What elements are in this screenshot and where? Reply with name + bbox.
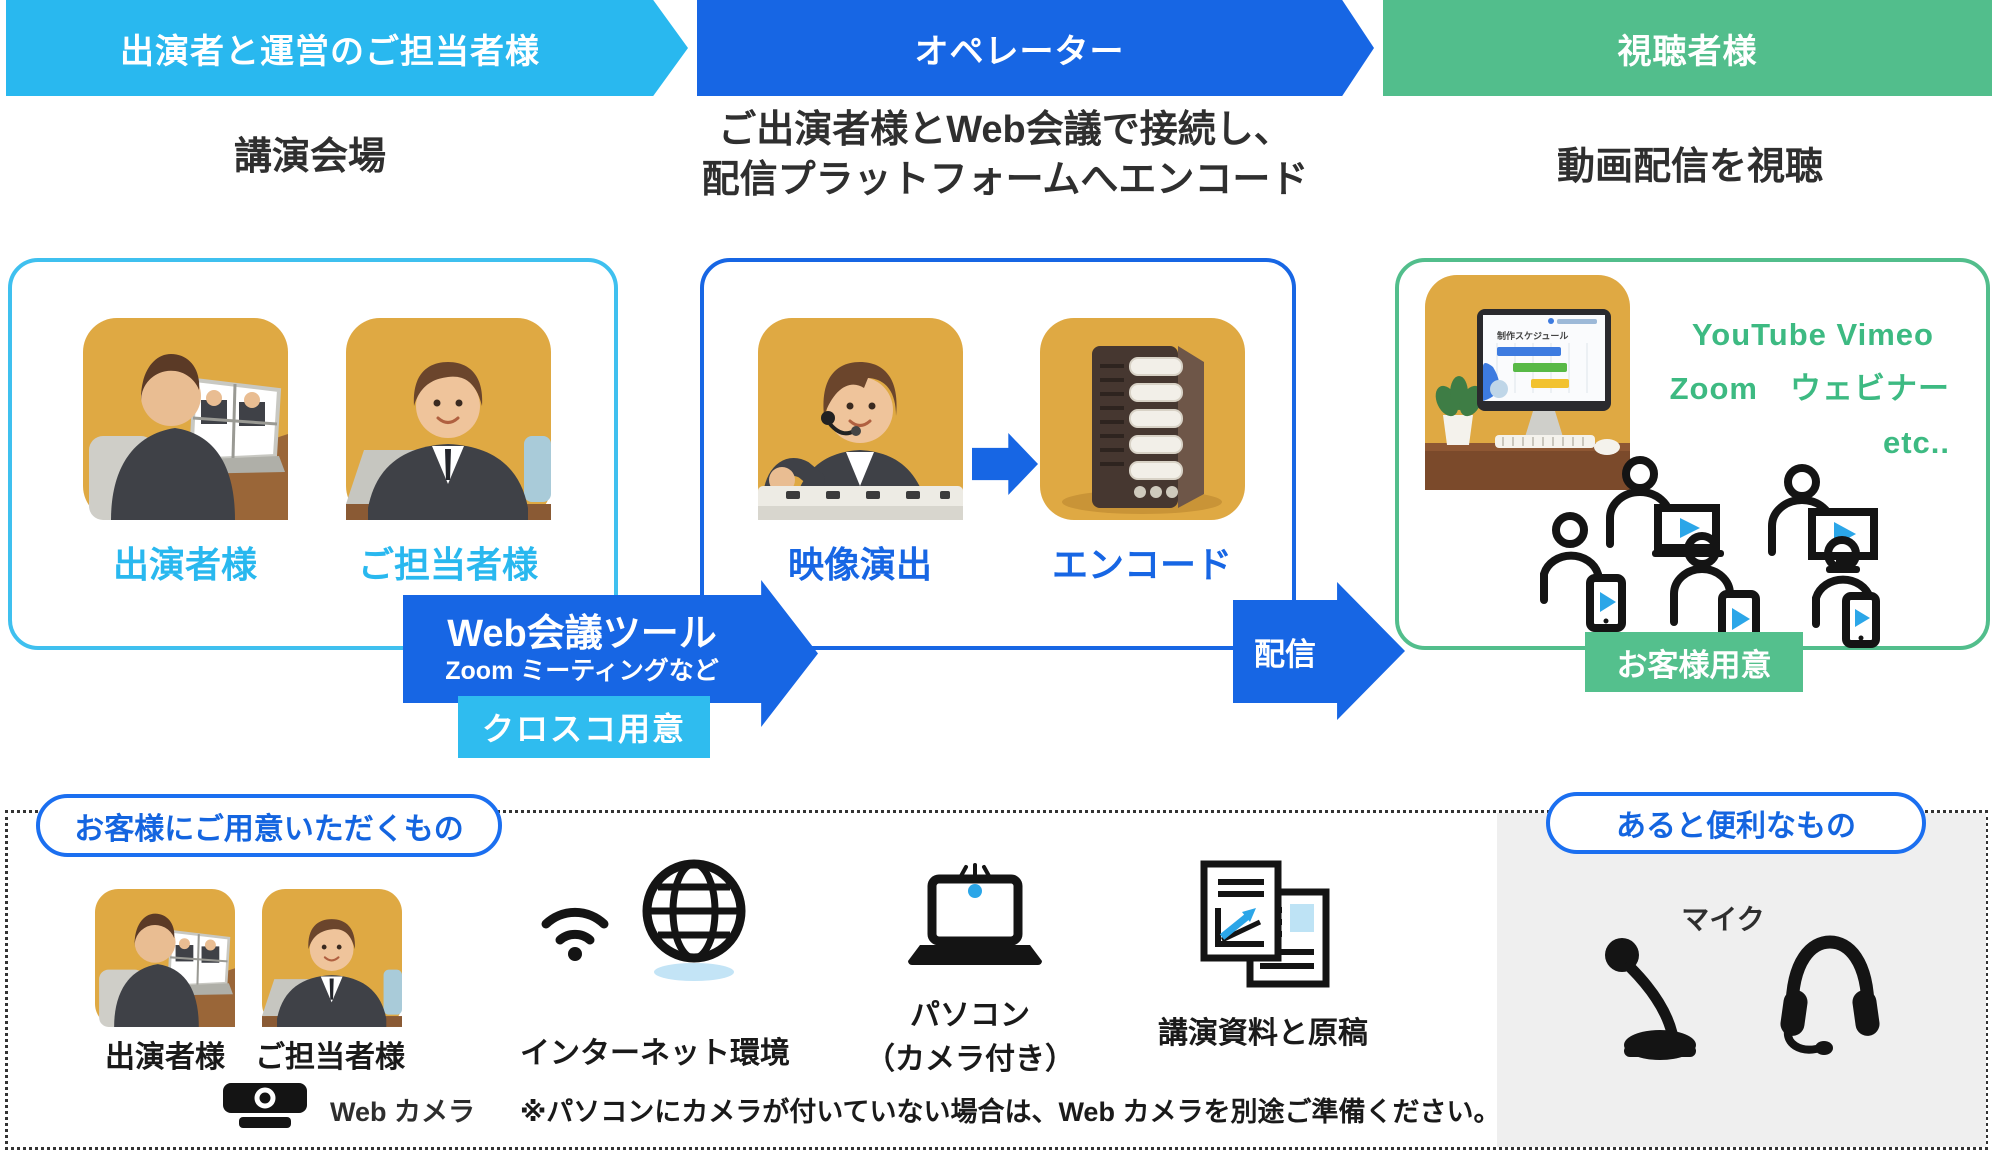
performer-label: 出演者様 bbox=[112, 544, 257, 585]
headset-icon bbox=[1772, 930, 1887, 1055]
mic-label: マイク bbox=[1681, 904, 1765, 935]
docs-label: 講演資料と原稿 bbox=[1158, 1017, 1368, 1050]
operator-photo bbox=[758, 318, 963, 520]
video-direction-label: 映像演出 bbox=[787, 544, 932, 585]
customer-items-title: お客様にご用意いただくもの bbox=[36, 794, 502, 857]
web-meeting-subtitle: Zoom ミーティングなど bbox=[445, 657, 719, 685]
internet-label: インターネット環境 bbox=[520, 1037, 790, 1070]
optional-items-title: あると便利なもの bbox=[1546, 792, 1926, 854]
staff-photo-small bbox=[262, 885, 402, 1031]
desk-microphone-icon bbox=[1598, 935, 1710, 1063]
encode-label: エンコード bbox=[1051, 544, 1232, 585]
performer-back-illustration bbox=[83, 318, 288, 520]
banner-operator: オペレーター bbox=[697, 0, 1374, 96]
viewer-monitor-illustration: 制作スケジュール bbox=[1425, 275, 1630, 490]
customer-supplied-badge: お客様用意 bbox=[1585, 632, 1803, 692]
banner-operator-label: オペレーター bbox=[914, 32, 1125, 71]
wifi-icon bbox=[536, 896, 614, 966]
globe-icon bbox=[638, 856, 750, 982]
kurosuko-badge: クロスコ用意 bbox=[458, 696, 710, 758]
pc-label: パソコン （カメラ付き） bbox=[830, 990, 1110, 1078]
distribution-label: 配信 bbox=[1254, 637, 1316, 672]
laptop-with-camera-icon bbox=[900, 863, 1050, 978]
platform-line2: Zoom ウェビナー bbox=[1669, 371, 1950, 406]
webcam-note: ※パソコンにカメラが付いていない場合は、Web カメラを別途ご準備ください。 bbox=[520, 1097, 1501, 1127]
web-meeting-title: Web会議ツール bbox=[447, 613, 717, 655]
web-meeting-arrow-text: Web会議ツール Zoom ミーティングなど bbox=[403, 595, 761, 703]
audience-group-icon bbox=[1540, 452, 1880, 652]
staff-front-illustration-small bbox=[262, 889, 402, 1027]
platform-line3: etc.. bbox=[1882, 425, 1950, 460]
performer-photo bbox=[83, 318, 288, 520]
staff-front-illustration bbox=[346, 318, 551, 520]
banner-performers: 出演者と運営のご担当者様 bbox=[6, 0, 688, 96]
webcam-icon bbox=[215, 1081, 315, 1131]
venue-subtitle: 講演会場 bbox=[233, 136, 386, 178]
webcam-label: Web カメラ bbox=[330, 1097, 476, 1127]
viewer-monitor-photo: 制作スケジュール bbox=[1425, 275, 1630, 490]
operator-illustration bbox=[758, 318, 963, 520]
optional-panel bbox=[1497, 813, 1986, 1147]
banner-performers-label: 出演者と運営のご担当者様 bbox=[120, 32, 540, 71]
encoder-server-illustration bbox=[1040, 318, 1245, 520]
monitor-screen-title: 制作スケジュール bbox=[1497, 330, 1568, 341]
staff-photo bbox=[346, 318, 551, 520]
pc-label-line2: （カメラ付き） bbox=[865, 1043, 1075, 1076]
platform-list: YouTube Vimeo Zoom ウェビナー etc.. bbox=[1650, 308, 1950, 470]
staff-label: ご担当者様 bbox=[357, 544, 538, 585]
requirements-section bbox=[5, 810, 1988, 1150]
operator-subtitle: ご出演者様とWeb会議で接続し、 配信プラットフォームへエンコード bbox=[660, 105, 1350, 205]
viewer-subtitle: 動画配信を視聴 bbox=[1556, 146, 1823, 188]
operator-subtitle-line2: 配信プラットフォームへエンコード bbox=[701, 159, 1309, 201]
platform-line1: YouTube Vimeo bbox=[1691, 317, 1934, 352]
banner-viewers-label: 視聴者様 bbox=[1617, 32, 1758, 71]
performer-label-bottom: 出演者様 bbox=[105, 1041, 225, 1074]
performer-photo-small bbox=[95, 885, 235, 1031]
operator-subtitle-line1: ご出演者様とWeb会議で接続し、 bbox=[718, 109, 1292, 151]
pc-label-line1: パソコン bbox=[910, 999, 1030, 1032]
documents-icon bbox=[1192, 858, 1337, 990]
staff-label-bottom: ご担当者様 bbox=[255, 1041, 405, 1074]
encoder-photo bbox=[1040, 318, 1245, 520]
banner-viewers: 視聴者様 bbox=[1383, 0, 1992, 96]
performer-back-illustration-small bbox=[95, 889, 235, 1027]
